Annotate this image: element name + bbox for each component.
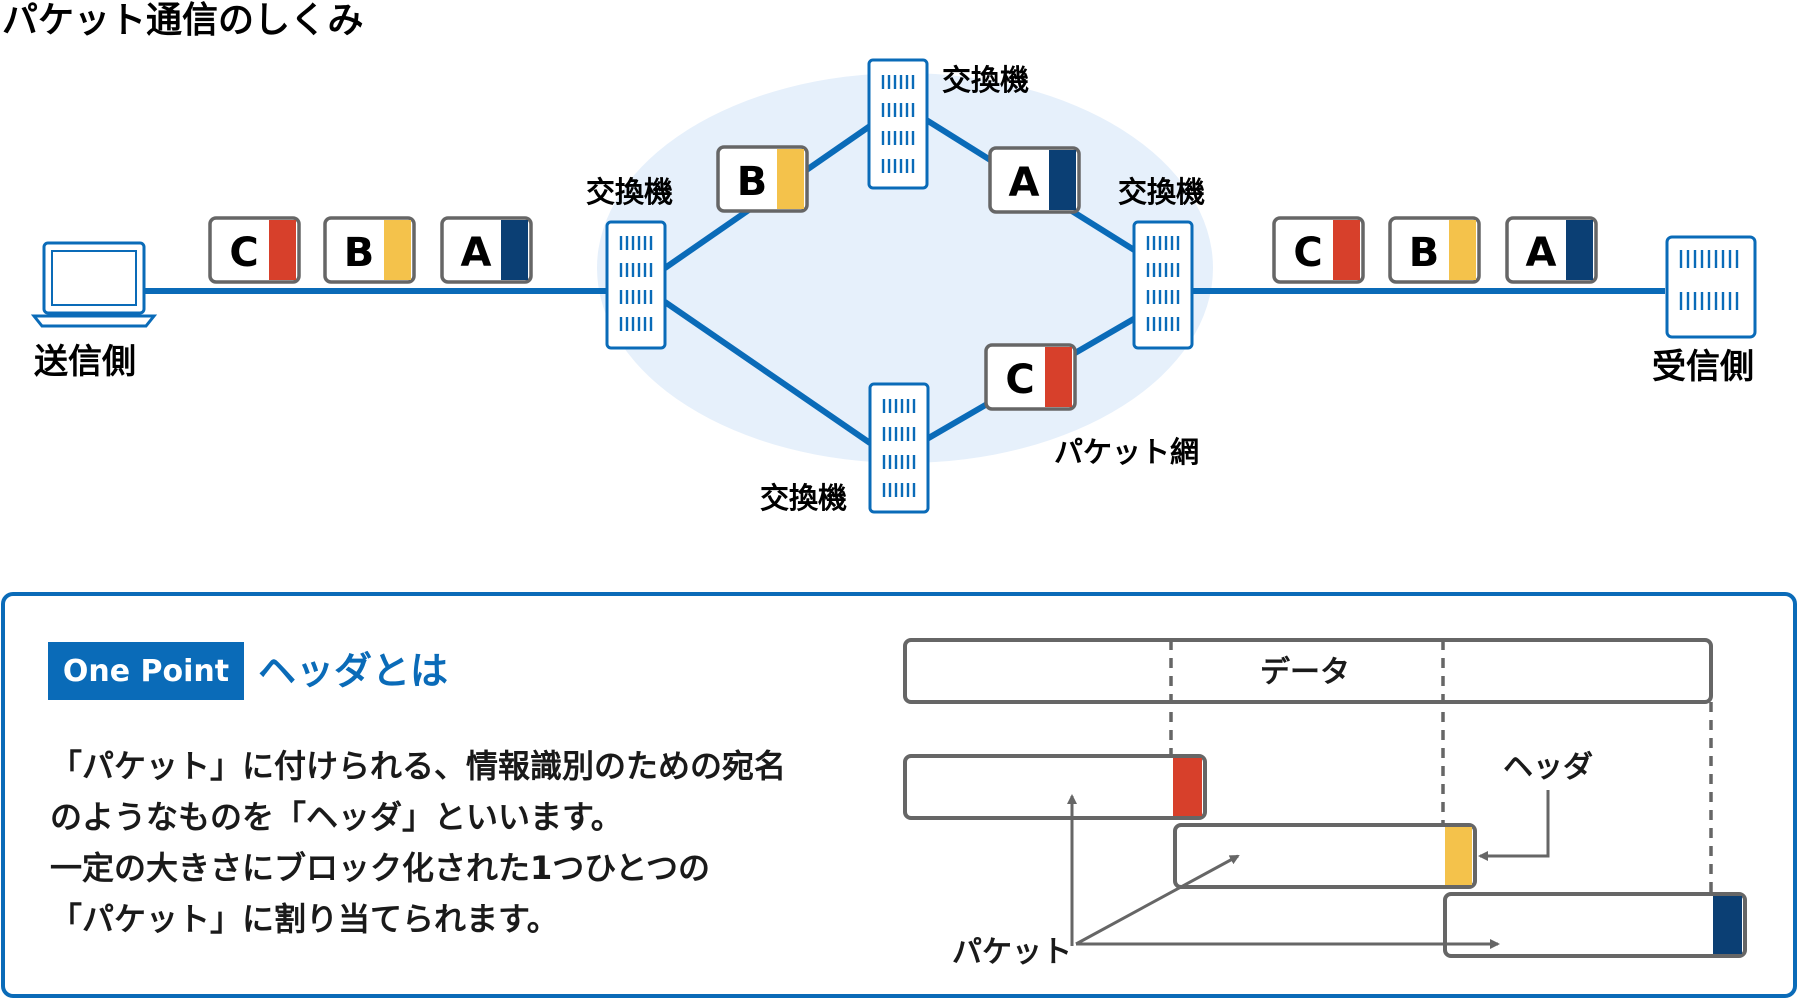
header-arrow (1478, 790, 1550, 861)
packet-block-navy (1443, 892, 1747, 958)
packet-a-receiver: A (1505, 216, 1598, 284)
onepoint-badge (48, 642, 244, 700)
onepoint-heading: ヘッダとは (258, 649, 448, 693)
data-label: データ (1260, 655, 1350, 690)
svg-text:C: C (1005, 357, 1034, 403)
svg-text:A: A (1009, 160, 1040, 206)
svg-text:B: B (1409, 230, 1440, 276)
packet-arrows (1067, 794, 1500, 949)
receiver-server-icon (1665, 235, 1757, 339)
onepoint-badge-text: One Point (63, 654, 229, 689)
packet-block-yellow (1173, 823, 1477, 889)
sender-label: 送信側 (34, 342, 136, 382)
onepoint-line-3: 一定の大きさにブロック化された1つひとつの (50, 849, 710, 887)
header-label: ヘッダ (1503, 750, 1593, 785)
packet-c-receiver: C (1272, 216, 1365, 284)
packet-a-sender: A (440, 216, 533, 284)
svg-text:A: A (461, 230, 492, 276)
link-switch-left-bottom (663, 299, 872, 446)
packet-b-receiver: B (1388, 216, 1481, 284)
switch-right-label: 交換機 (1118, 175, 1205, 209)
divider-dashed-lines (1169, 640, 1713, 892)
page-title: パケット通信のしくみ (2, 0, 363, 41)
packet-b-network: B (716, 145, 809, 213)
svg-text:B: B (737, 159, 768, 205)
switch-top-label: 交換機 (942, 63, 1029, 97)
onepoint-line-2: のようなものを「ヘッダ」といいます。 (50, 798, 623, 836)
switch-bottom (868, 382, 930, 514)
onepoint-line-4: 「パケット」に割り当てられます。 (50, 900, 559, 938)
laptop-icon (30, 241, 158, 328)
packet-block-red (903, 754, 1207, 820)
switch-top (867, 58, 929, 190)
packet-b-sender: B (323, 216, 416, 284)
data-block (903, 638, 1713, 704)
switch-left-label: 交換機 (586, 175, 673, 209)
packet-label: パケット (952, 935, 1072, 970)
packet-c-sender: C (208, 216, 301, 284)
packet-a-network: A (988, 146, 1081, 214)
packet-c-network: C (984, 343, 1077, 411)
switch-bottom-label: 交換機 (760, 481, 847, 515)
receiver-label: 受信側 (1652, 347, 1754, 387)
onepoint-line-1: 「パケット」に付けられる、情報識別のための宛名 (50, 747, 786, 785)
packet-network-label: パケット網 (1054, 435, 1199, 469)
svg-text:C: C (1293, 230, 1322, 276)
svg-text:B: B (344, 230, 375, 276)
switch-left (605, 220, 667, 350)
switch-right (1132, 220, 1194, 350)
svg-text:A: A (1526, 230, 1557, 276)
svg-text:C: C (229, 230, 258, 276)
